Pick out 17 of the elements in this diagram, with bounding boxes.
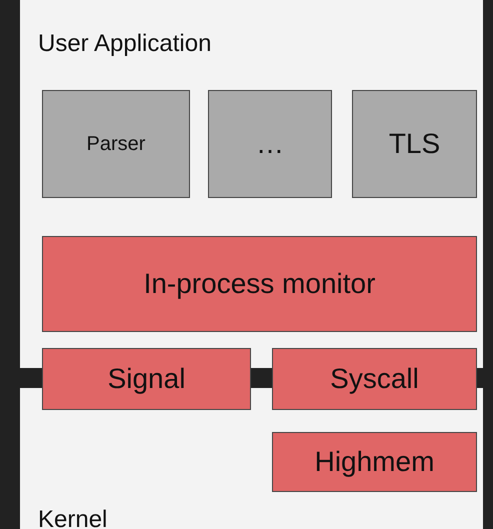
- box-label: Syscall: [330, 363, 419, 395]
- box-label: Signal: [108, 363, 186, 395]
- box-label: TLS: [388, 128, 440, 160]
- box-label: In-process monitor: [144, 268, 376, 300]
- layer-title: Kernel: [38, 506, 108, 529]
- component-box: [42, 90, 190, 198]
- box-label: …: [256, 128, 284, 160]
- box-label: Parser: [86, 132, 146, 156]
- box-label: Highmem: [314, 446, 434, 478]
- module-box: [272, 432, 477, 492]
- layer-title: User Application: [38, 30, 212, 58]
- layer-panel: [20, 0, 483, 368]
- module-box: [42, 236, 477, 332]
- component-box: [352, 90, 477, 198]
- module-box: [272, 348, 477, 410]
- component-box: [208, 90, 332, 198]
- module-box: [42, 348, 251, 410]
